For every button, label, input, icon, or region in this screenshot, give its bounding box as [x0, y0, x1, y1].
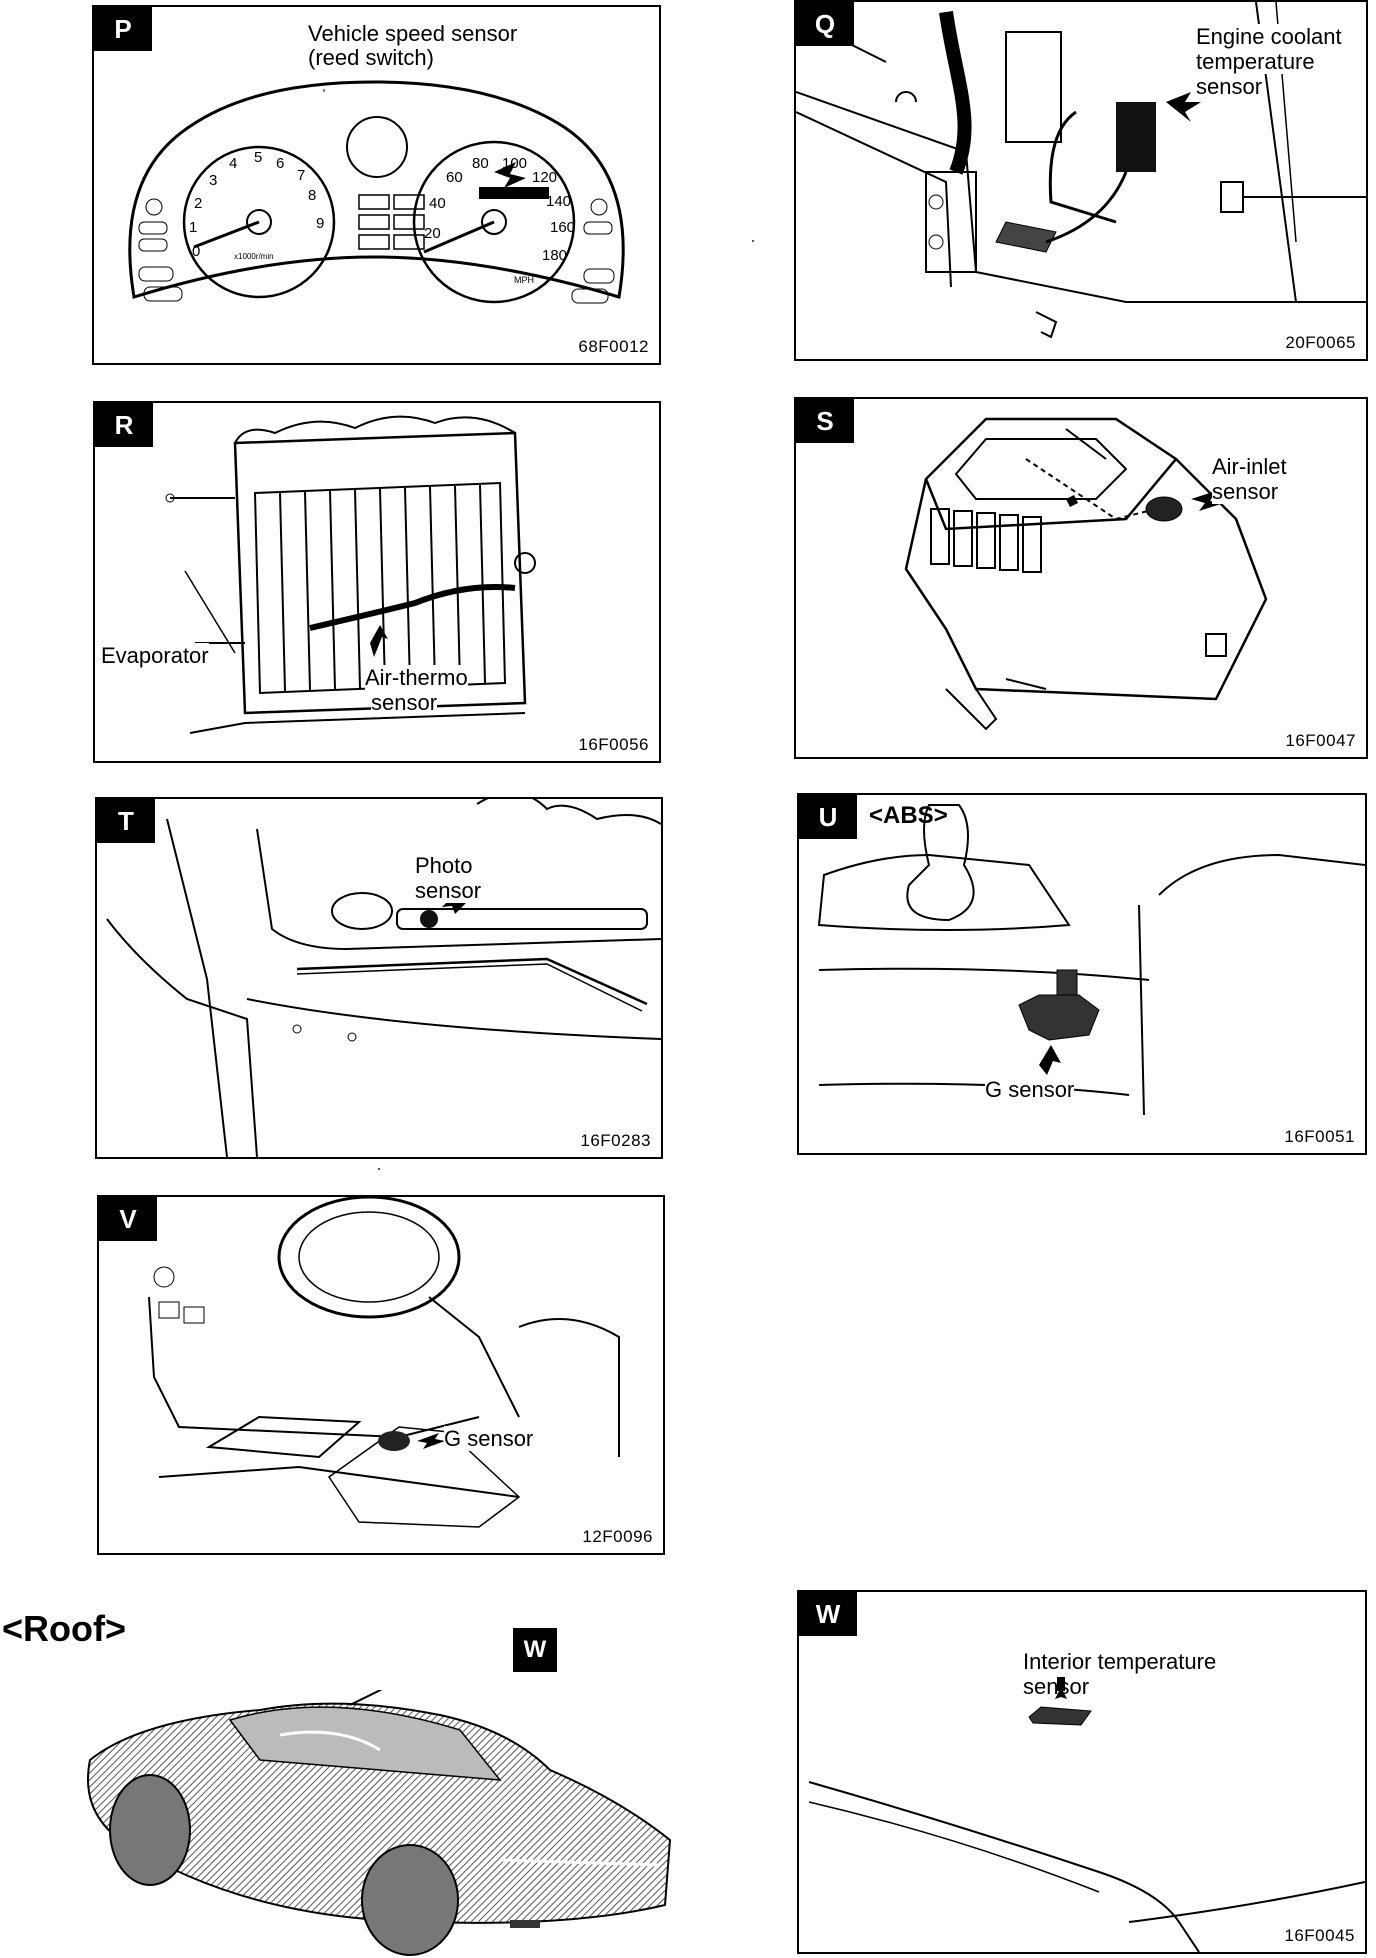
figure-code: 16F0051: [1282, 1127, 1357, 1147]
engine-coolant-label: Engine coolant: [1196, 24, 1342, 49]
air-thermo-label: Air-thermo: [365, 665, 468, 690]
photo-label: Photo: [415, 853, 473, 878]
panel-u: U <ABS> G sensor 16F0051: [797, 793, 1367, 1155]
g-sensor-label: G sensor: [985, 1077, 1075, 1102]
blower-illustration: [904, 417, 1268, 731]
sensor-label: sensor: [1023, 1674, 1090, 1699]
panel-letter: Q: [796, 2, 854, 46]
panel-letter: S: [796, 399, 854, 443]
panel-v: V G sensor 12F0096: [97, 1195, 665, 1555]
figure-code: 68F0012: [576, 337, 651, 357]
panel-r: R Evaporator Air-thermo sensor 16F0056: [93, 401, 661, 763]
panel-letter: R: [95, 403, 153, 447]
panel-letter: P: [94, 7, 152, 51]
panel-p: P Vehicle speed sensor (reed switch) 68F…: [92, 5, 661, 365]
panel-letter: T: [97, 799, 155, 843]
speedo-60: 60: [446, 169, 463, 186]
tach-5: 5: [254, 149, 263, 166]
console-g-sensor-illustration: [817, 804, 1365, 1116]
evaporator-illustration: [165, 415, 536, 734]
figure-code: 12F0096: [580, 1527, 655, 1547]
tach-8: 8: [308, 187, 317, 204]
interior-temperature-label: Interior temperature: [1023, 1649, 1217, 1674]
evaporator-label: Evaporator: [101, 643, 209, 668]
instrument-cluster-illustration: [128, 80, 625, 304]
g-sensor-label: G sensor: [444, 1426, 534, 1451]
panel-w: W Interior temperature sensor 16F0045: [797, 1590, 1367, 1954]
tach-4: 4: [229, 155, 238, 172]
car-illustration: [87, 1690, 672, 1956]
panel-letter: U: [799, 795, 857, 839]
figure-code: 20F0065: [1283, 333, 1358, 353]
tach-2: 2: [194, 195, 203, 212]
vehicle-speed-sensor-label: Vehicle speed sensor: [308, 21, 518, 46]
speedo-40: 40: [429, 195, 446, 212]
tach-0: 0: [192, 243, 201, 260]
sensor-label: sensor: [1212, 479, 1279, 504]
panel-s: S Air-inlet sensor 16F0047: [794, 397, 1368, 759]
reed-switch-label: (reed switch): [308, 45, 434, 70]
figure-code: 16F0056: [576, 735, 651, 755]
speedo-160: 160: [550, 219, 576, 236]
dashboard-photo-sensor-illustration: [106, 799, 661, 1157]
tach-9: 9: [316, 215, 325, 232]
engine-coolant-illustration: [796, 2, 1366, 339]
speedo-120: 120: [532, 169, 558, 186]
tach-unit: x1000r/min: [234, 252, 274, 261]
sensor-label: sensor: [371, 690, 438, 715]
speedo-180: 180: [542, 247, 568, 264]
speedo-20: 20: [424, 225, 441, 242]
temperature-label: temperature: [1196, 49, 1315, 74]
tach-7: 7: [297, 167, 306, 184]
roof-section-title: <Roof>: [2, 1608, 127, 1649]
speedo-140: 140: [546, 193, 572, 210]
figure-code: 16F0047: [1283, 731, 1358, 751]
interior-temp-sensor-illustration: [808, 1677, 1365, 1952]
tach-6: 6: [276, 155, 285, 172]
panel-letter: V: [99, 1197, 157, 1241]
sensor-label: sensor: [415, 878, 482, 903]
panel-letter: W: [799, 1592, 857, 1636]
tach-1: 1: [189, 219, 198, 236]
panel-t: T Photo sensor 16F0283: [95, 797, 663, 1159]
air-inlet-label: Air-inlet: [1212, 454, 1287, 479]
sensor-label: sensor: [1196, 74, 1263, 99]
tach-3: 3: [209, 172, 218, 189]
speedo-unit: MPH: [514, 275, 534, 285]
floor-g-sensor-illustration: [148, 1197, 620, 1528]
abs-tag: <ABS>: [869, 802, 948, 829]
figure-code: 16F0283: [578, 1131, 653, 1151]
panel-q: Q Engine coolant temperature sensor 20F0…: [794, 0, 1368, 361]
speedo-100: 100: [502, 155, 528, 172]
stray-dot: [752, 240, 754, 242]
roof-callout-w: W: [513, 1628, 557, 1672]
speedo-80: 80: [472, 155, 489, 172]
figure-code: 16F0045: [1282, 1926, 1357, 1946]
stray-dot: [378, 1168, 380, 1170]
